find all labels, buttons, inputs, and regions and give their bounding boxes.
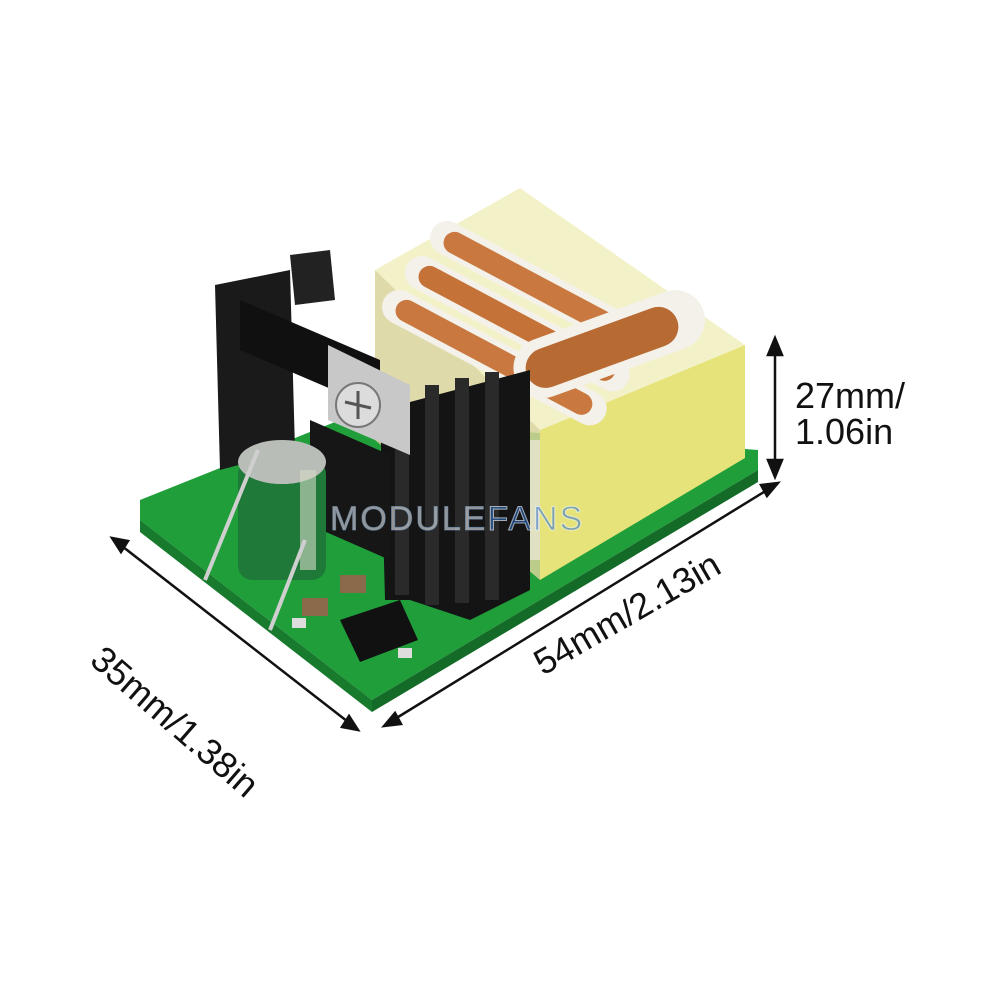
height-line1: 27mm/	[795, 375, 906, 416]
regulator-ic	[310, 345, 410, 560]
height-line2: 1.06in	[795, 411, 894, 452]
pcb-edge	[140, 520, 372, 712]
watermark-part2: FANS	[487, 500, 585, 539]
smd-components	[292, 575, 418, 662]
transformer-tape	[540, 345, 745, 580]
capacitor	[203, 440, 326, 631]
dimension-arrows	[109, 334, 784, 732]
watermark: MODULEFANS	[329, 500, 585, 539]
height-dimension-label: 27mm/ 1.06in	[795, 378, 905, 450]
watermark-part1: MODULE	[329, 500, 488, 539]
